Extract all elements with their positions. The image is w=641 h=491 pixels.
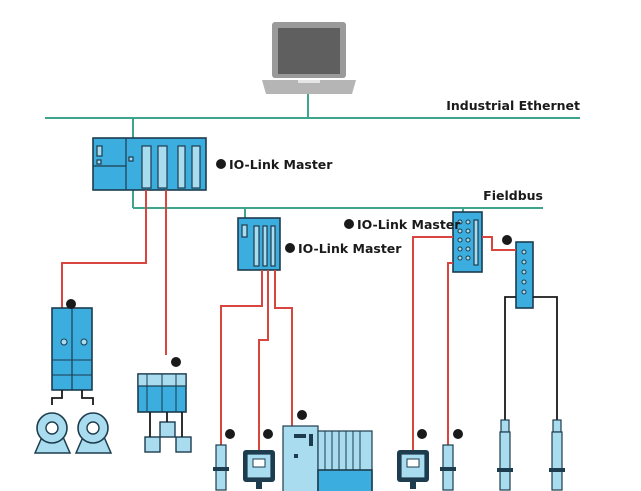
io-link-master-label-1: IO-Link Master <box>229 157 333 172</box>
io-link-symbol-icon <box>285 243 295 253</box>
proximity-sensor-icon <box>549 419 565 491</box>
motor-starter-icon <box>51 307 93 391</box>
io-module-icon <box>282 425 373 491</box>
proximity-sensor-icon <box>497 419 513 491</box>
io-link-symbol-icon <box>225 429 235 439</box>
proximity-sensor-icon <box>440 444 456 491</box>
io-link-master-label-3: IO-Link Master <box>357 217 461 232</box>
display-sensor-icon <box>397 450 429 489</box>
io-link-symbol-icon <box>502 235 512 245</box>
io-link-symbol-icon <box>216 159 226 169</box>
io-link-symbol-icon <box>453 429 463 439</box>
plc-icon <box>92 137 207 191</box>
laptop-icon <box>262 22 356 94</box>
drive-icon <box>137 373 192 453</box>
industrial-ethernet-label: Industrial Ethernet <box>446 98 580 113</box>
io-link-symbol-icon <box>66 299 76 309</box>
io-link-symbol-icon <box>263 429 273 439</box>
io-link-symbol-icon <box>417 429 427 439</box>
display-sensor-icon <box>243 450 275 489</box>
io-link-symbol-icon <box>297 410 307 420</box>
proximity-sensor-icon <box>213 444 229 491</box>
motor-icon <box>33 390 113 454</box>
io-link-symbol-icon <box>344 219 354 229</box>
io-link-master-label-2: IO-Link Master <box>298 241 402 256</box>
io-link-master-module-2 <box>237 217 281 271</box>
io-link-symbol-icon <box>171 357 181 367</box>
io-link-wiring <box>61 190 516 450</box>
io-link-master-module-3 <box>452 211 483 273</box>
standard-wiring <box>504 296 558 420</box>
industrial-ethernet-bus <box>45 94 580 138</box>
io-link-hub-icon <box>515 241 534 309</box>
fieldbus-label: Fieldbus <box>483 188 543 203</box>
